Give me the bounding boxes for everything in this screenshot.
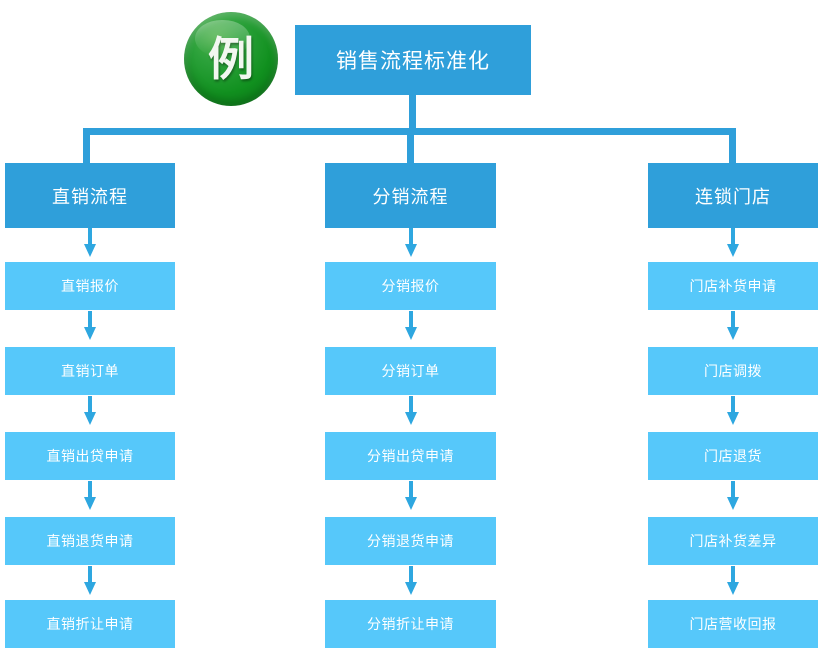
arrow-col2-0: [403, 228, 419, 265]
process-node-3-1[interactable]: 门店补货申请: [648, 262, 818, 310]
process-node-1-5[interactable]: 直销折让申请: [5, 600, 175, 648]
branch-header-2[interactable]: 分销流程: [325, 163, 496, 228]
arrow-col2-1: [403, 311, 419, 348]
process-node-2-3-label: 分销出贷申请: [367, 448, 454, 464]
connector-drop-col2: [407, 128, 414, 163]
process-node-2-1-label: 分销报价: [381, 278, 440, 294]
branch-header-2-label: 分销流程: [372, 186, 449, 207]
process-node-2-4-label: 分销退货申请: [367, 533, 454, 549]
branch-header-1[interactable]: 直销流程: [5, 163, 175, 228]
process-node-1-4-label: 直销退货申请: [46, 533, 134, 549]
process-node-3-3[interactable]: 门店退货: [648, 432, 818, 480]
process-node-1-1-label: 直销报价: [61, 278, 119, 294]
process-node-1-2-label: 直销订单: [61, 363, 119, 379]
process-node-3-5[interactable]: 门店营收回报: [648, 600, 818, 648]
process-node-1-5-label: 直销折让申请: [46, 616, 134, 632]
process-node-2-1[interactable]: 分销报价: [325, 262, 496, 310]
connector-drop-col3: [729, 128, 736, 163]
arrow-col3-1: [725, 311, 741, 348]
arrow-col2-4: [403, 566, 419, 603]
process-node-3-3-label: 门店退货: [704, 448, 762, 464]
process-node-1-1[interactable]: 直销报价: [5, 262, 175, 310]
process-node-2-5-label: 分销折让申请: [367, 616, 454, 632]
process-node-3-2-label: 门店调拨: [704, 363, 762, 379]
arrow-col3-0: [725, 228, 741, 265]
process-node-3-4[interactable]: 门店补货差异: [648, 517, 818, 565]
branch-header-3-label: 连锁门店: [695, 186, 771, 207]
arrow-col1-0: [82, 228, 98, 265]
diagram-title-box[interactable]: 销售流程标准化: [295, 25, 531, 95]
branch-header-1-label: 直销流程: [52, 186, 128, 207]
connector-drop-col1: [83, 128, 90, 163]
process-node-1-2[interactable]: 直销订单: [5, 347, 175, 395]
process-node-2-2[interactable]: 分销订单: [325, 347, 496, 395]
process-node-1-3[interactable]: 直销出贷申请: [5, 432, 175, 480]
process-node-2-4[interactable]: 分销退货申请: [325, 517, 496, 565]
branch-header-3[interactable]: 连锁门店: [648, 163, 818, 228]
process-node-3-5-label: 门店营收回报: [689, 616, 777, 632]
diagram-title-label: 销售流程标准化: [336, 50, 490, 73]
arrow-col1-2: [82, 396, 98, 433]
arrow-col2-3: [403, 481, 419, 518]
arrow-col1-3: [82, 481, 98, 518]
arrow-col2-2: [403, 396, 419, 433]
arrow-col1-1: [82, 311, 98, 348]
example-badge-icon: 例: [184, 12, 278, 106]
example-badge-label: 例: [208, 33, 254, 85]
process-node-2-2-label: 分销订单: [381, 363, 440, 379]
connector-root-stem: [409, 95, 416, 128]
process-node-3-2[interactable]: 门店调拨: [648, 347, 818, 395]
arrow-col3-2: [725, 396, 741, 433]
process-node-3-4-label: 门店补货差异: [689, 533, 777, 549]
arrow-col1-4: [82, 566, 98, 603]
process-node-2-3[interactable]: 分销出贷申请: [325, 432, 496, 480]
process-node-1-3-label: 直销出贷申请: [46, 448, 134, 464]
process-node-3-1-label: 门店补货申请: [689, 278, 777, 294]
arrow-col3-3: [725, 481, 741, 518]
process-node-1-4[interactable]: 直销退货申请: [5, 517, 175, 565]
arrow-col3-4: [725, 566, 741, 603]
process-node-2-5[interactable]: 分销折让申请: [325, 600, 496, 648]
